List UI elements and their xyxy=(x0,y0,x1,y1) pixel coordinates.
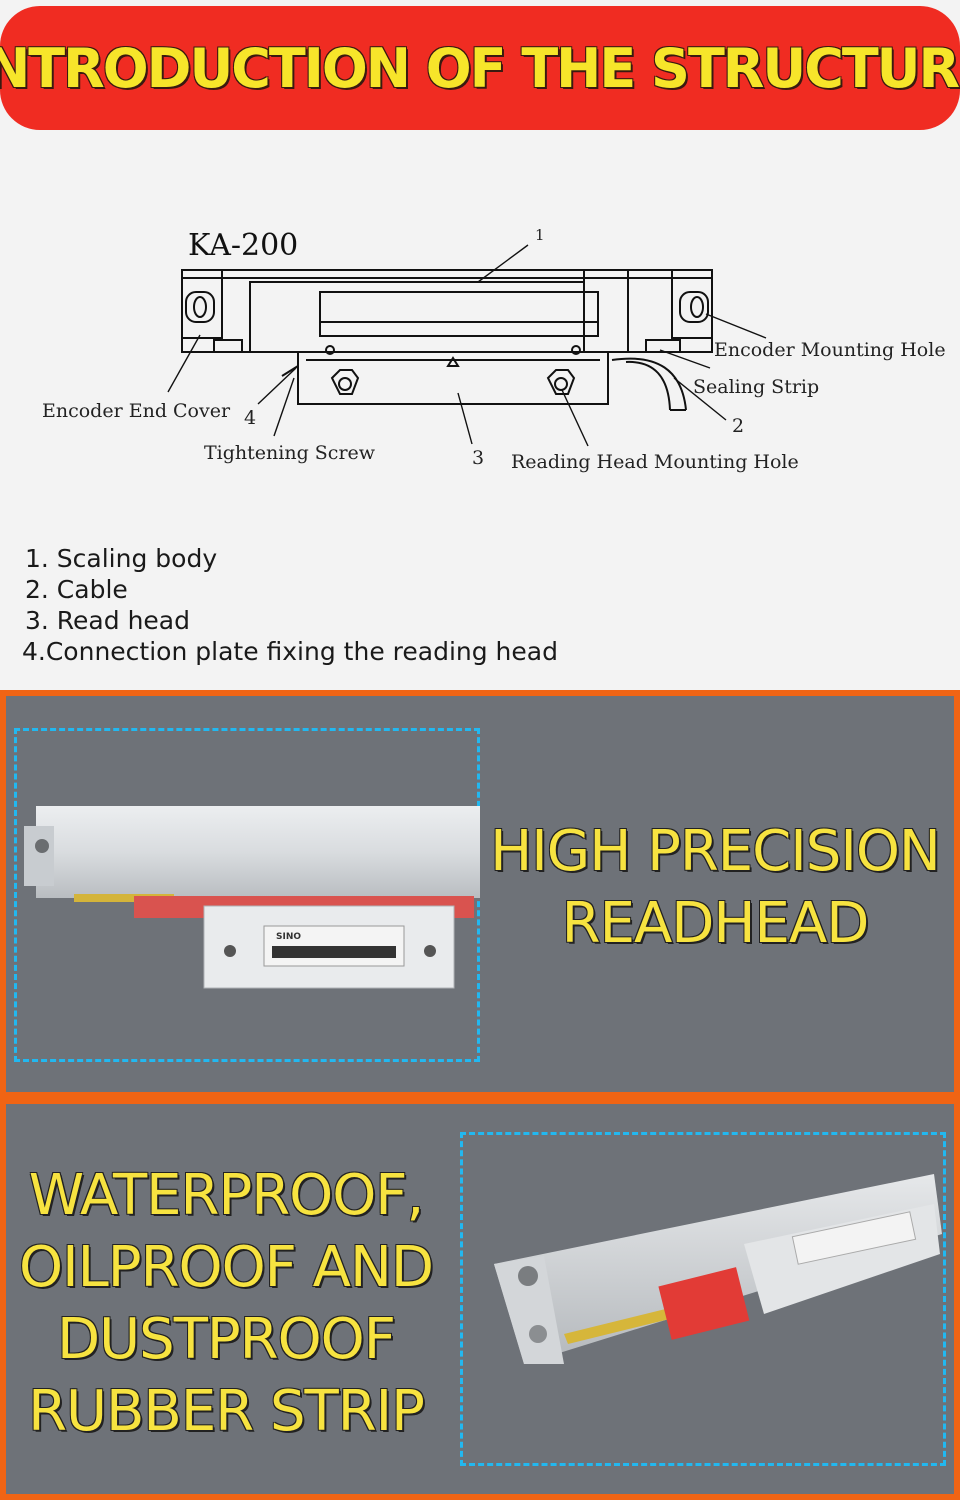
label-encoder-end-cover: Encoder End Cover xyxy=(42,400,231,422)
rubber-strip-feature-panel: WATERPROOF, OILPROOF AND DUSTPROOF RUBBE… xyxy=(0,1098,960,1500)
legend-item: 4.Connection plate fixing the reading he… xyxy=(22,637,558,666)
label-number-4: 4 xyxy=(244,407,257,429)
model-name: KA-200 xyxy=(188,228,299,263)
legend-item: 3. Read head xyxy=(25,606,190,635)
page-title: INTRODUCTION OF THE STRUCTURE xyxy=(0,36,960,100)
label-sealing-strip: Sealing Strip xyxy=(693,376,820,398)
encoder-drawing xyxy=(167,244,767,447)
readhead-feature-title: HIGH PRECISION READHEAD xyxy=(480,816,950,960)
rubber-strip-photo-frame xyxy=(460,1132,946,1466)
strip-title-line-1: WATERPROOF, xyxy=(28,1163,425,1228)
legend-item: 1. Scaling body xyxy=(25,544,218,573)
readhead-title-line-2: READHEAD xyxy=(561,891,870,956)
label-encoder-mounting-hole: Encoder Mounting Hole xyxy=(714,339,946,361)
label-number-2: 2 xyxy=(732,415,745,437)
parts-legend: 1. Scaling body 2. Cable 3. Read head 4.… xyxy=(22,543,558,667)
strip-title-line-2: OILPROOF AND xyxy=(19,1235,434,1300)
legend-item: 2. Cable xyxy=(25,575,128,604)
readhead-feature-panel: SINO HIGH PRECISION READHEAD xyxy=(0,690,960,1098)
label-number-3: 3 xyxy=(472,447,485,469)
label-number-1: 1 xyxy=(535,226,545,244)
readhead-photo: SINO xyxy=(24,806,480,989)
title-banner: INTRODUCTION OF THE STRUCTURE xyxy=(0,6,960,130)
rubber-strip-feature-title: WATERPROOF, OILPROOF AND DUSTPROOF RUBBE… xyxy=(6,1160,446,1448)
label-tightening-screw: Tightening Screw xyxy=(204,442,376,464)
label-reading-head-mounting-hole: Reading Head Mounting Hole xyxy=(511,451,799,473)
rubber-strip-photo xyxy=(494,1174,942,1364)
structure-diagram: 1 Encoder End Cover 4 Tightening Screw 3… xyxy=(0,200,960,500)
sino-label: SINO xyxy=(276,932,301,942)
strip-title-line-4: RUBBER STRIP xyxy=(28,1379,425,1444)
readhead-title-line-1: HIGH PRECISION xyxy=(490,819,941,884)
strip-title-line-3: DUSTPROOF xyxy=(57,1307,396,1372)
